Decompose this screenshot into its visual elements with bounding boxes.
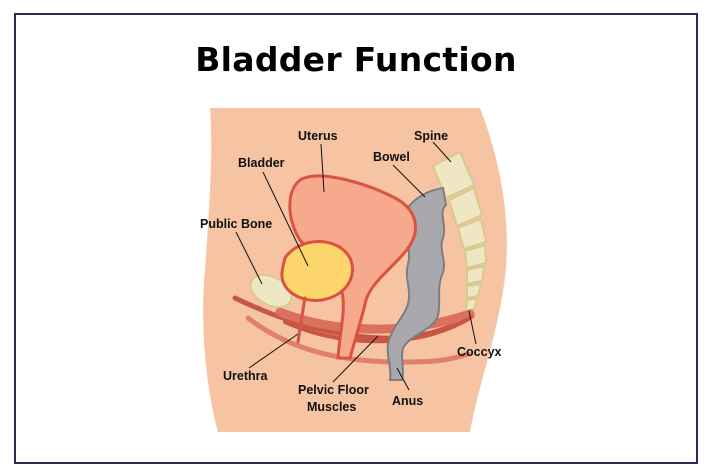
vertebra	[466, 282, 483, 300]
vertebra	[447, 186, 484, 228]
pubic-bone	[249, 273, 293, 309]
bowel	[386, 186, 448, 381]
diagram-title: Bladder Function	[195, 40, 517, 79]
vertebra	[456, 217, 488, 251]
label-spine: Spine	[414, 129, 448, 143]
label-urethra: Urethra	[223, 369, 269, 383]
label-uterus: Uterus	[298, 129, 338, 143]
bladder	[280, 240, 354, 302]
leader-urethra	[248, 333, 299, 369]
urethra	[296, 296, 307, 344]
spine	[431, 150, 488, 313]
label-bladder: Bladder	[238, 156, 285, 170]
leader-anus	[396, 367, 410, 391]
vertebra	[464, 297, 479, 313]
label-bowel: Bowel	[373, 150, 410, 164]
vertebra	[463, 243, 488, 270]
leader-uterus	[320, 143, 325, 193]
leader-bowel	[392, 164, 426, 198]
label-anus: Anus	[392, 394, 423, 408]
leader-pubic-bone	[235, 231, 263, 285]
leader-pelvic-floor	[332, 335, 379, 383]
leader-coccyx	[468, 310, 477, 345]
label-pelvic-floor: Pelvic Floor	[298, 383, 369, 397]
leader-bladder	[262, 171, 309, 267]
label-pubic-bone: Public Bone	[200, 217, 272, 231]
pelvic-band	[245, 315, 471, 365]
vertebra	[466, 264, 486, 286]
label-pelvic-floor-line2: Muscles	[307, 400, 356, 414]
label-coccyx: Coccyx	[457, 345, 502, 359]
leader-spine	[432, 141, 452, 163]
